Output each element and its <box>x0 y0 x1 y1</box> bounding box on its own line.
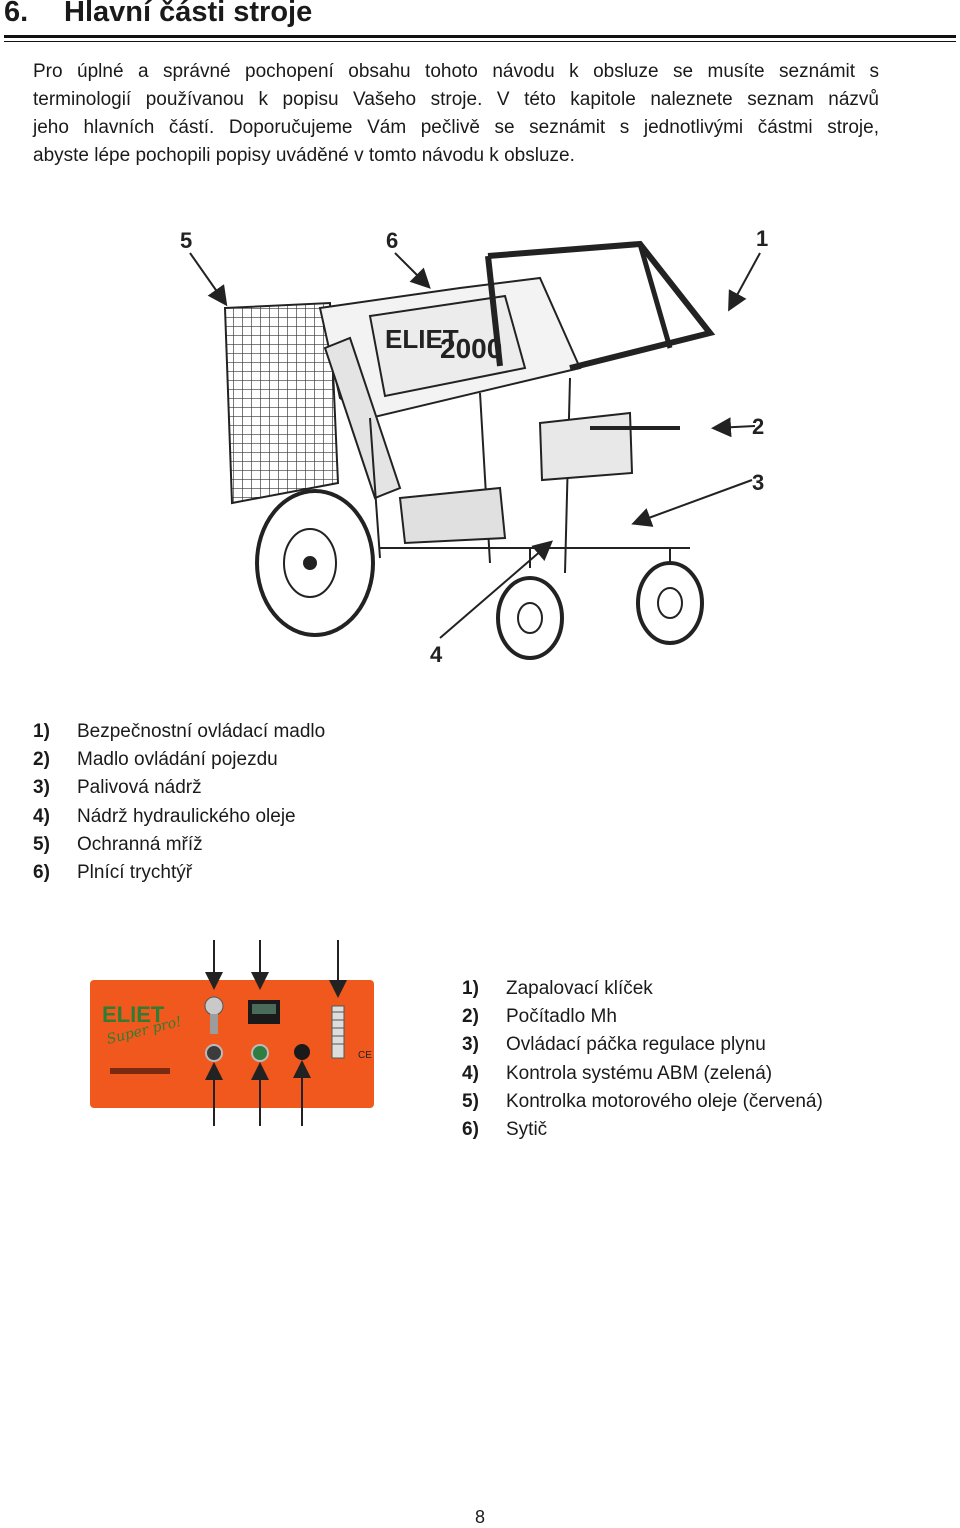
item-label: Madlo ovládání pojezdu <box>77 749 278 771</box>
machine-illustration: ELIET 2000 1 2 3 4 5 6 <box>180 226 768 667</box>
item-number: 5) <box>462 1090 479 1112</box>
section-title: Hlavní části stroje <box>64 0 313 28</box>
control-panel-photo: ELIET Super pro! CE <box>90 940 374 1126</box>
intro-line: jeho hlavních částí. Doporučujeme Vám pe… <box>33 117 879 138</box>
callout-arrow-5 <box>189 252 228 307</box>
ignition-key-icon <box>204 996 224 1016</box>
callout-arrow-2 <box>711 417 756 438</box>
control-panel-parts-list: 1) Zapalovací klíček 2) Počítadlo Mh 3) Ovl… <box>462 975 823 1144</box>
item-number: 6) <box>462 1118 479 1140</box>
callout-arrow-1 <box>728 252 761 312</box>
list-item: 1) Bezpečnostní ovládací madlo <box>33 718 325 746</box>
heading-rule-thick <box>4 35 956 38</box>
list-item: 2) Madlo ovládání pojezdu <box>33 746 325 774</box>
section-number: 6. <box>4 0 29 28</box>
machine-brand-text: ELIET <box>385 324 459 354</box>
item-number: 1) <box>33 721 50 742</box>
intro-line: terminologií používanou k popisu Vašeho … <box>33 89 879 110</box>
item-label: Zapalovací klíček <box>506 978 653 999</box>
list-item: 4) Nádrž hydraulického oleje <box>33 803 325 831</box>
list-item: 3) Ovládací páčka regulace plynu <box>462 1031 823 1059</box>
item-label: Sytič <box>506 1118 548 1140</box>
list-item: 5) Ochranná mříž <box>33 831 325 859</box>
throttle-lever-icon <box>331 1005 345 1059</box>
list-item: 4) Kontrola systému ABM (zelená) <box>462 1060 823 1088</box>
section-heading: 6. Hlavní části stroje <box>4 0 312 29</box>
callout-arrow-6 <box>394 252 431 289</box>
callout-label-1: 1 <box>756 226 768 251</box>
item-number: 2) <box>462 1006 479 1028</box>
list-item: 6) Sytič <box>462 1116 823 1144</box>
intro-line: abyste lépe pochopili popisy uváděné v t… <box>33 145 575 166</box>
panel-body <box>90 980 374 1108</box>
mesh-guard <box>223 301 340 505</box>
machine-parts-list: 1) Bezpečnostní ovládací madlo 2) Madlo ov… <box>33 718 325 887</box>
callout-arrow-4 <box>439 540 554 639</box>
list-item: 5) Kontrolka motorového oleje (červená) <box>462 1088 823 1116</box>
item-label: Nádrž hydraulického oleje <box>77 805 296 827</box>
item-number: 3) <box>462 1034 479 1056</box>
list-item: 6) Plnící trychtýř <box>33 859 325 887</box>
heading-rule-thin <box>4 41 956 42</box>
page-number: 8 <box>474 1507 485 1527</box>
intro-line: Pro úplné a správné pochopení obsahu toh… <box>33 61 879 82</box>
list-item: 2) Počítadlo Mh <box>462 1003 823 1031</box>
item-label: Kontrola systému ABM (zelená) <box>506 1062 773 1084</box>
list-item: 1) Zapalovací klíček <box>462 975 823 1003</box>
item-number: 6) <box>33 861 50 883</box>
callout-label-4: 4 <box>430 642 443 667</box>
callout-label-6: 6 <box>386 228 398 253</box>
callout-label-5: 5 <box>180 228 192 253</box>
svg-text:CE: CE <box>358 1050 372 1061</box>
intro-paragraph: Pro úplné a správné pochopení obsahu toh… <box>33 58 879 170</box>
item-label: Kontrolka motorového oleje (červená) <box>506 1090 823 1112</box>
item-label: Plnící trychtýř <box>77 861 193 883</box>
machine-model-text: 2000 <box>440 333 502 364</box>
item-label: Palivová nádrž <box>77 777 202 799</box>
item-number: 4) <box>462 1062 479 1084</box>
choke-knob-icon <box>294 1044 310 1060</box>
abm-indicator-icon <box>251 1044 269 1062</box>
item-number: 2) <box>33 749 50 771</box>
callout-label-2: 2 <box>752 414 764 439</box>
list-item: 3) Palivová nádrž <box>33 774 325 802</box>
item-label: Počítadlo Mh <box>506 1006 617 1028</box>
item-label: Ochranná mříž <box>77 833 203 855</box>
item-number: 1) <box>462 978 479 999</box>
panel-brand-text: ELIET <box>102 1002 165 1027</box>
callout-label-3: 3 <box>752 470 764 495</box>
item-number: 4) <box>33 805 50 827</box>
callout-arrow-3 <box>631 479 753 527</box>
item-label: Bezpečnostní ovládací madlo <box>77 721 326 742</box>
item-number: 3) <box>33 777 50 799</box>
item-label: Ovládací páčka regulace plynu <box>506 1034 766 1056</box>
item-number: 5) <box>33 833 50 855</box>
